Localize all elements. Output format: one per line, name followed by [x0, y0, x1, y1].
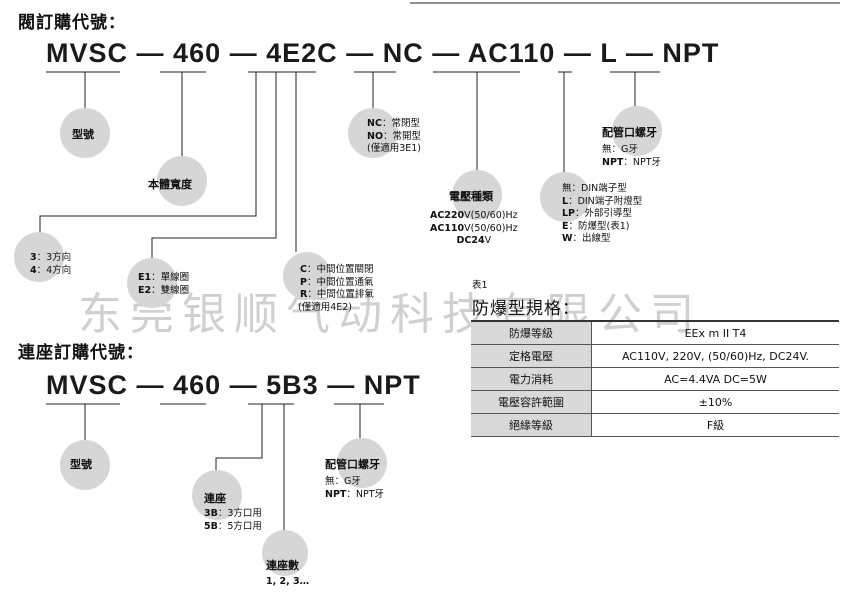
- spec-value: ±10%: [591, 390, 839, 414]
- table-row: 電壓容許範圍±10%: [471, 390, 839, 414]
- code-dash: —: [346, 38, 375, 68]
- base-options: 3B：3方口用 5B：5方口用: [204, 508, 262, 532]
- spec-label: 電壓容許範圍: [471, 390, 592, 414]
- spec-table-note: 表1: [472, 280, 488, 291]
- code-dash: —: [432, 38, 461, 68]
- spec-label: 絕緣等級: [471, 413, 592, 437]
- thread-label-bottom: 配管口螺牙: [325, 458, 380, 471]
- spec-table-title: 防爆型規格：: [472, 299, 580, 319]
- code-part-connector: L: [600, 38, 618, 68]
- center-position-options: C：中間位置關閉 P：中間位置通氣 R：中間位置排氣 (僅適用4E2): [298, 264, 374, 313]
- top-heading: 閥訂購代號：: [18, 13, 126, 33]
- bottom-order-code: MVSC — 460 — 5B3 — NPT: [46, 370, 421, 401]
- voltage-label: 電壓種類: [449, 190, 493, 203]
- voltage-options: AC220V(50/60)Hz AC110V(50/60)Hz DC24V: [430, 210, 518, 246]
- body-width-circle: [157, 156, 207, 206]
- code-part-voltage: AC110: [467, 38, 556, 68]
- code-part-series: MVSC: [46, 370, 129, 400]
- base-circle: [192, 470, 242, 520]
- model-label-bottom: 型號: [70, 458, 92, 471]
- spec-value: AC110V, 220V, (50/60)Hz, DC24V.: [591, 344, 839, 368]
- code-part-type: 4E2C: [266, 38, 338, 68]
- model-circle: [60, 108, 110, 158]
- code-dash: —: [625, 38, 654, 68]
- code-dash: —: [229, 38, 258, 68]
- ports-circle: [14, 232, 64, 282]
- code-dash: —: [136, 370, 165, 400]
- bottom-heading: 連座訂購代號：: [18, 343, 144, 363]
- spec-value: EEx m II T4: [591, 320, 839, 345]
- voltage-circle: [452, 170, 502, 220]
- code-part-thread: NPT: [662, 38, 720, 68]
- code-dash: —: [136, 38, 165, 68]
- code-part-width: 460: [173, 370, 222, 400]
- code-part-width: 460: [173, 38, 222, 68]
- count-circle: [262, 530, 308, 576]
- code-dash: —: [229, 370, 258, 400]
- code-part-normal: NC: [382, 38, 424, 68]
- normal-state-options: NC：常閉型 NO：常開型 (僅適用3E1): [367, 118, 422, 154]
- ports-options: 3：3方向 4：4方向: [30, 252, 72, 276]
- code-part-base: 5B3: [266, 370, 319, 400]
- spec-label: 電力消耗: [471, 367, 592, 391]
- coils-circle: [127, 258, 177, 308]
- count-value: 1, 2, 3…: [266, 576, 310, 587]
- top-order-code: MVSC — 460 — 4E2C — NC — AC110 — L — NPT: [46, 38, 719, 69]
- base-label: 連座: [204, 492, 226, 505]
- center-position-circle: [283, 252, 331, 300]
- code-dash: —: [563, 38, 592, 68]
- spec-value: AC=4.4VA DC=5W: [591, 367, 839, 391]
- thread-circle-top: [612, 106, 662, 156]
- count-label: 連座數: [266, 559, 299, 572]
- model-label: 型號: [72, 128, 94, 141]
- connector-type-options: 無：DIN端子型 L：DIN端子附燈型 LP：外部引導型 E：防爆型(表1) W…: [562, 183, 643, 244]
- normal-state-circle: [348, 108, 398, 158]
- model-circle-bottom: [60, 440, 110, 490]
- code-dash: —: [327, 370, 356, 400]
- connector-type-circle: [540, 172, 590, 222]
- code-part-thread: NPT: [363, 370, 421, 400]
- thread-options-bottom: 無：G牙 NPT：NPT牙: [325, 476, 385, 500]
- spec-label: 防爆等級: [471, 320, 592, 345]
- spec-value: F級: [591, 413, 839, 437]
- spec-label: 定格電壓: [471, 344, 592, 368]
- thread-circle-bottom: [337, 438, 387, 488]
- coils-options: E1：單線圈 E2：雙線圈: [138, 272, 190, 296]
- thread-options-top: 無：G牙 NPT：NPT牙: [602, 144, 662, 168]
- thread-label-top: 配管口螺牙: [602, 126, 657, 139]
- body-width-label: 本體寬度: [148, 178, 192, 191]
- code-part-series: MVSC: [46, 38, 129, 68]
